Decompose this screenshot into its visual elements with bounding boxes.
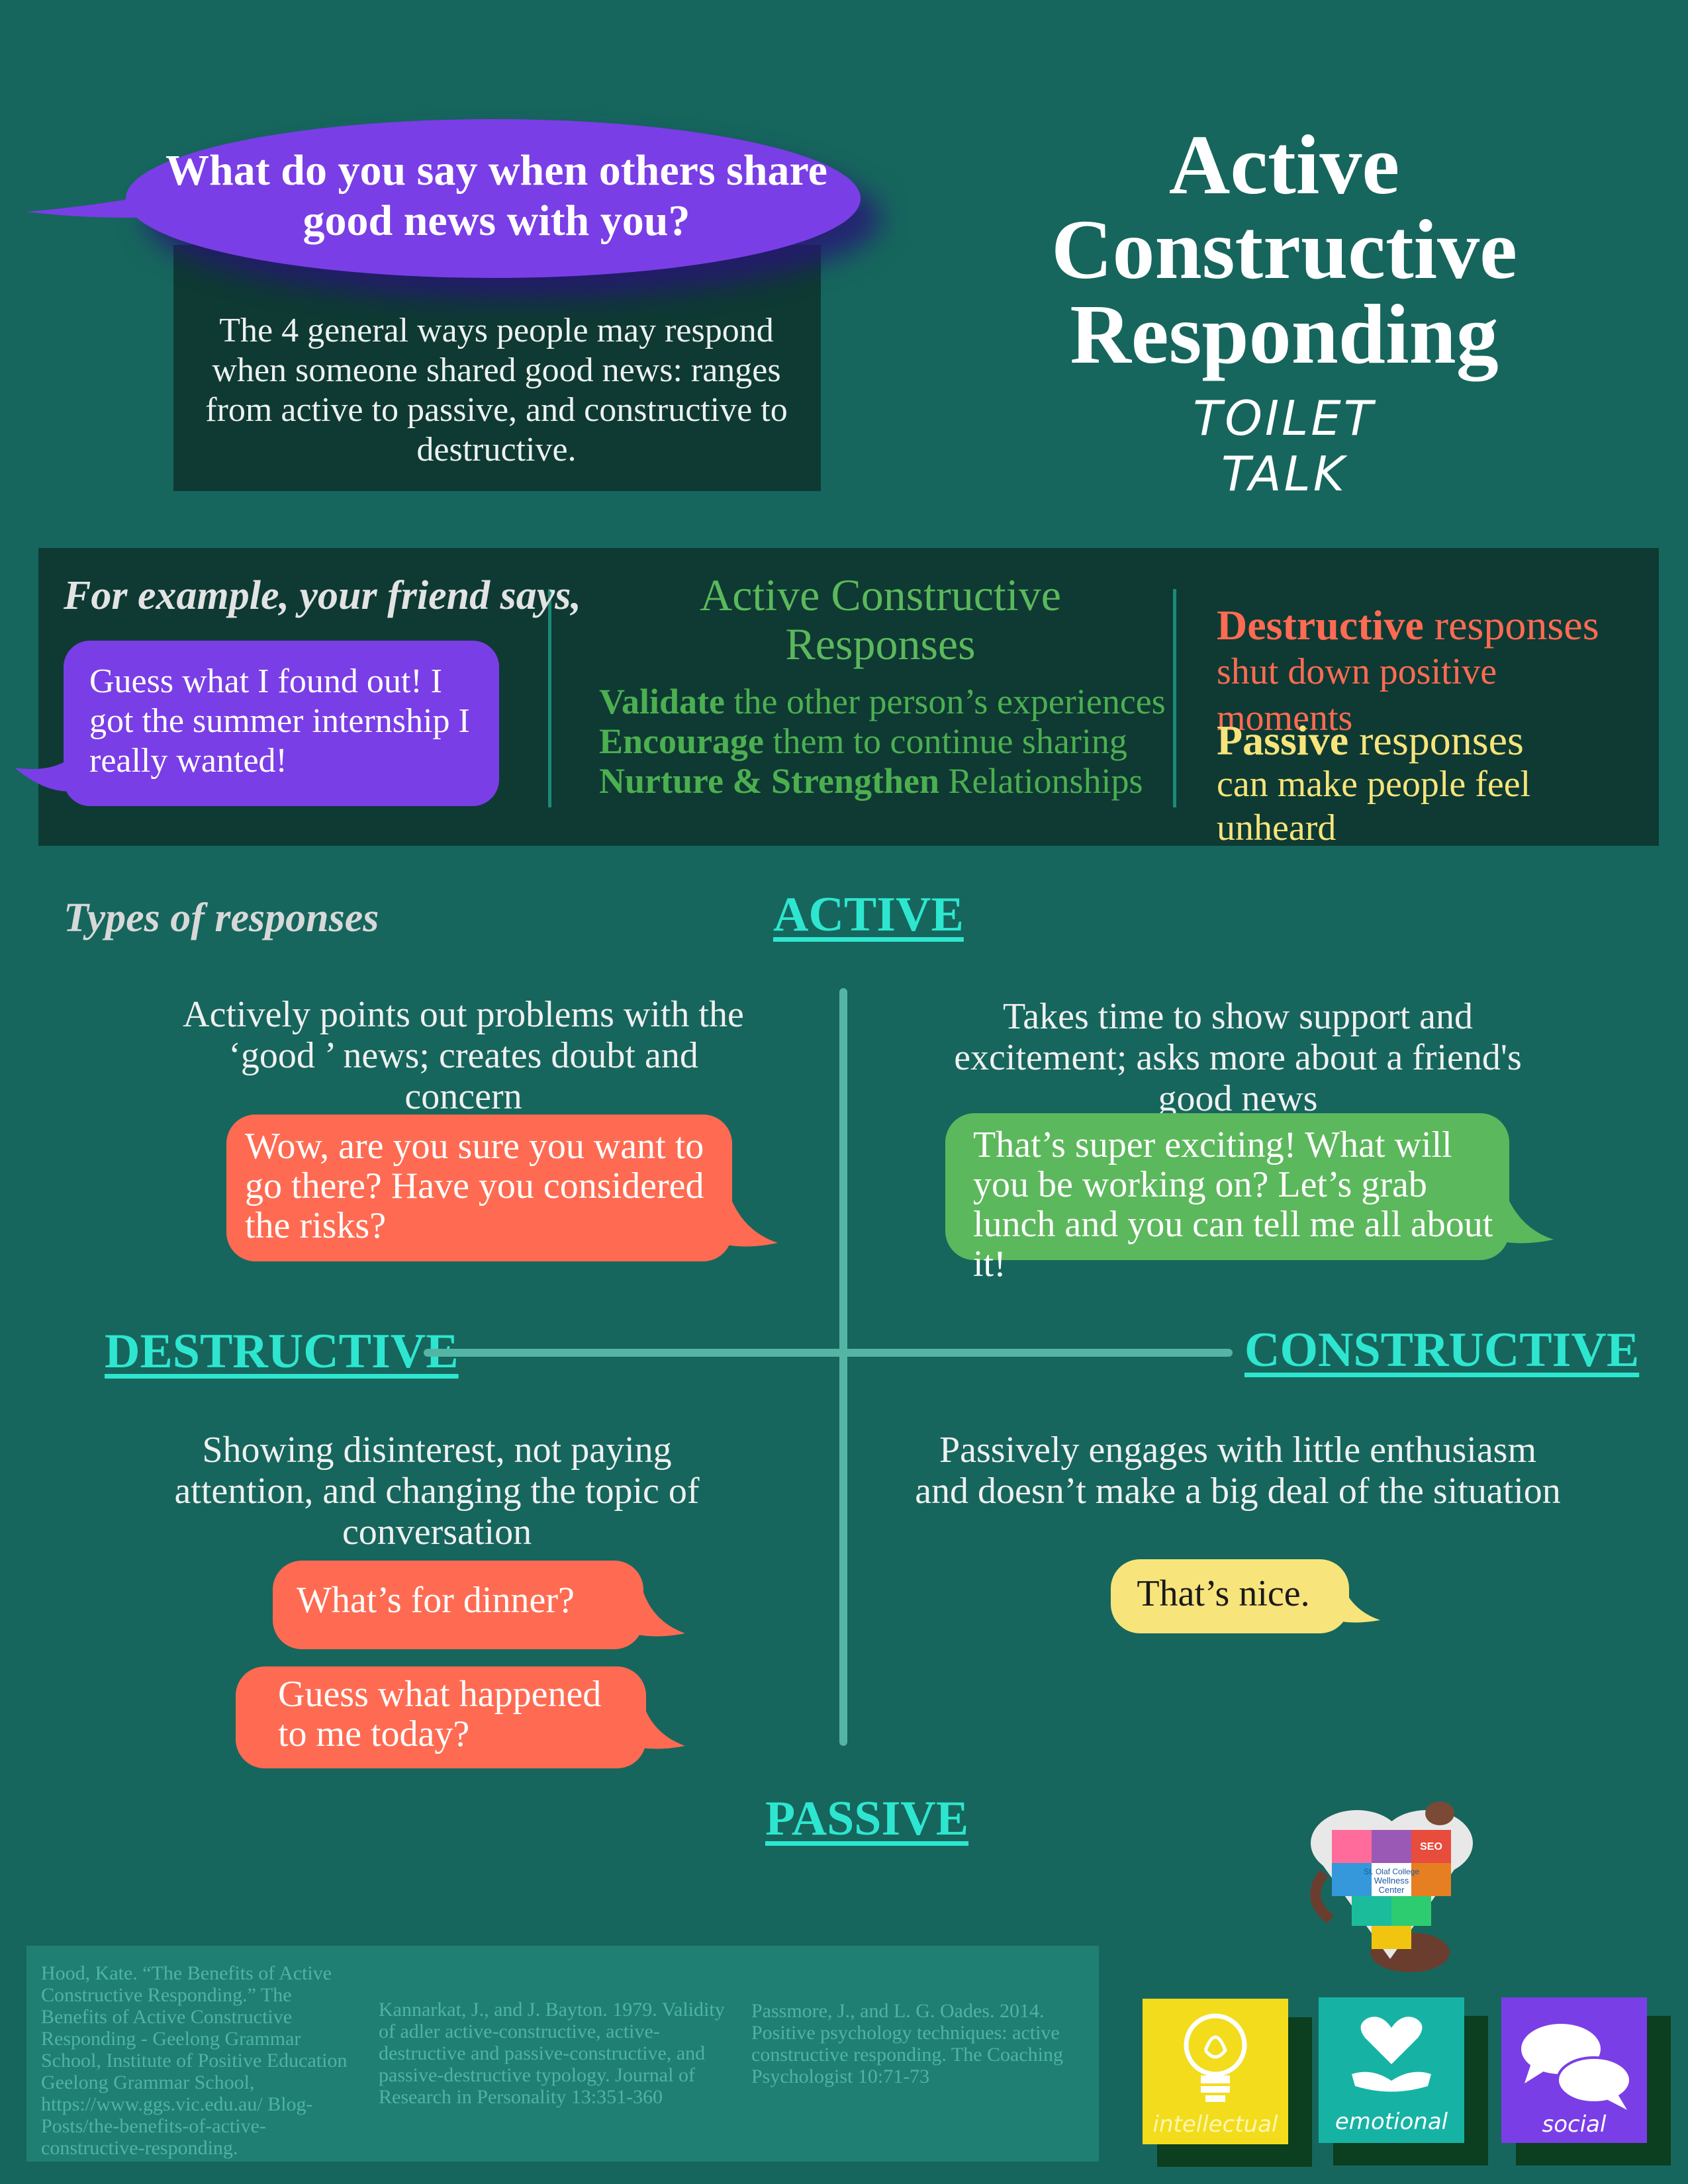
active-destructive-bubble-text: Wow, are you sure you want to go there? … [245, 1126, 704, 1246]
friend-speech-bubble [64, 641, 499, 806]
passive-constructive-bubble [1111, 1559, 1349, 1633]
heart-hand-icon [1352, 2017, 1431, 2092]
passive-destructive-bubble-1 [273, 1561, 643, 1649]
logo-line-1: St. Olaf College [1364, 1867, 1419, 1876]
destructive-rest: responses [1423, 602, 1599, 649]
band-divider-1 [548, 589, 551, 807]
passive-constructive-bubble-tail [1317, 1580, 1380, 1623]
active-constructive-description: Takes time to show support and excitemen… [954, 996, 1522, 1119]
active-destructive-bubble-tail [702, 1191, 778, 1247]
question-text: What do you say when others share good n… [165, 146, 827, 245]
acr-heading-line-1: Active Constructive [700, 570, 1061, 620]
active-constructive-bubble [945, 1113, 1509, 1260]
band-divider-2 [1173, 589, 1176, 807]
acr-item-rest: Relationships [939, 761, 1143, 801]
axis-constructive-label: CONSTRUCTIVE [1244, 1323, 1640, 1377]
lightbulb-icon [1184, 2013, 1247, 2102]
axis-destructive-label: DESTRUCTIVE [105, 1324, 459, 1379]
logo-line-3: Center [1378, 1885, 1405, 1895]
friend-bubble-tail [15, 748, 94, 792]
vertical-axis [839, 988, 847, 1746]
page-subtitle: TOILET TALK [1193, 390, 1376, 502]
types-label: Types of responses [64, 895, 379, 940]
passive-constructive-bubble-text: That’s nice. [1137, 1573, 1310, 1614]
reference-1: Hood, Kate. “The Benefits of Active Cons… [41, 1962, 348, 2159]
title-line-3: Responding [1070, 287, 1499, 381]
logo-seo: SEO [1420, 1841, 1442, 1852]
acr-heading-line-2: Responses [785, 619, 976, 669]
tile-intellectual-label: intellectual [1152, 2111, 1278, 2138]
active-constructive-bubble-text: That’s super exciting! What will you be … [973, 1124, 1493, 1285]
title-line-1: Active [1168, 118, 1400, 212]
active-constructive-bubble-tail [1477, 1188, 1554, 1244]
title-line-2: Constructive [1051, 203, 1517, 296]
acr-item-rest: the other person’s experiences [725, 682, 1166, 721]
tile-emotional: emotional [1319, 1997, 1464, 2143]
intro-text: The 4 general ways people may respond wh… [205, 312, 788, 469]
passive-constructive-description: Passively engages with little enthusiasm… [915, 1430, 1561, 1512]
tile-social-label: social [1542, 2111, 1607, 2138]
axis-active-label: ACTIVE [773, 887, 964, 942]
acr-item-rest: them to continue sharing [764, 721, 1127, 761]
passive-destructive-bubble-2-text: Guess what happened to me today? [278, 1674, 602, 1754]
reference-2: Kannarkat, J., and J. Bayton. 1979. Vali… [379, 1999, 725, 2108]
passive-destructive-description: Showing disinterest, not paying attentio… [174, 1430, 700, 1553]
passive-destructive-bubble-1-tail [616, 1588, 685, 1637]
acr-item-bold: Nurture & Strengthen [599, 761, 939, 801]
passive-line2: can make people feel unheard [1217, 764, 1531, 848]
active-destructive-bubble [226, 1115, 732, 1261]
acr-item-bold: Validate [599, 682, 726, 721]
passive-destructive-bubble-1-text: What’s for dinner? [297, 1580, 575, 1621]
friend-speech-text: Guess what I found out! I got the summer… [89, 662, 470, 780]
wellness-center-logo: St. Olaf College Wellness Center SEO [1310, 1801, 1473, 1972]
axis-passive-label: PASSIVE [765, 1792, 969, 1846]
question-bubble-tail [26, 189, 192, 218]
passive-note: Passive responses can make people feel u… [1217, 719, 1654, 850]
tile-emotional-label: emotional [1335, 2109, 1448, 2135]
intro-panel [173, 245, 821, 491]
acr-item: Nurture & Strengthen Relationships [599, 761, 1195, 801]
acr-heading: Active Constructive Responses [583, 570, 1178, 668]
destructive-note: Destructive responses shut down positive… [1217, 602, 1640, 741]
references-panel [26, 1946, 1099, 2161]
logo-line-2: Wellness [1374, 1876, 1409, 1886]
horizontal-axis [424, 1349, 1233, 1357]
passive-bold: Passive [1217, 717, 1349, 764]
destructive-bold: Destructive [1217, 602, 1424, 649]
speech-bubbles-icon [1521, 2024, 1632, 2110]
destructive-line2: shut down positive moments [1217, 651, 1497, 739]
active-destructive-description: Actively points out problems with the ‘g… [183, 994, 744, 1117]
acr-item-bold: Encourage [599, 721, 764, 761]
acr-item: Encourage them to continue sharing [599, 721, 1195, 761]
passive-destructive-bubble-2-tail [616, 1701, 685, 1749]
passive-rest: responses [1348, 717, 1524, 764]
example-lead: For example, your friend says, [64, 573, 581, 618]
question-bubble [126, 119, 861, 278]
tile-intellectual: intellectual [1143, 1999, 1288, 2144]
acr-item: Validate the other person’s experiences [599, 682, 1195, 721]
page-title: Active Constructive Responding [1033, 122, 1536, 377]
passive-destructive-bubble-2 [236, 1666, 646, 1768]
tile-social: social [1501, 1997, 1647, 2143]
reference-3: Passmore, J., and L. G. Oades. 2014. Pos… [751, 2000, 1064, 2087]
acr-benefits-list: Validate the other person’s experiences … [599, 682, 1195, 801]
